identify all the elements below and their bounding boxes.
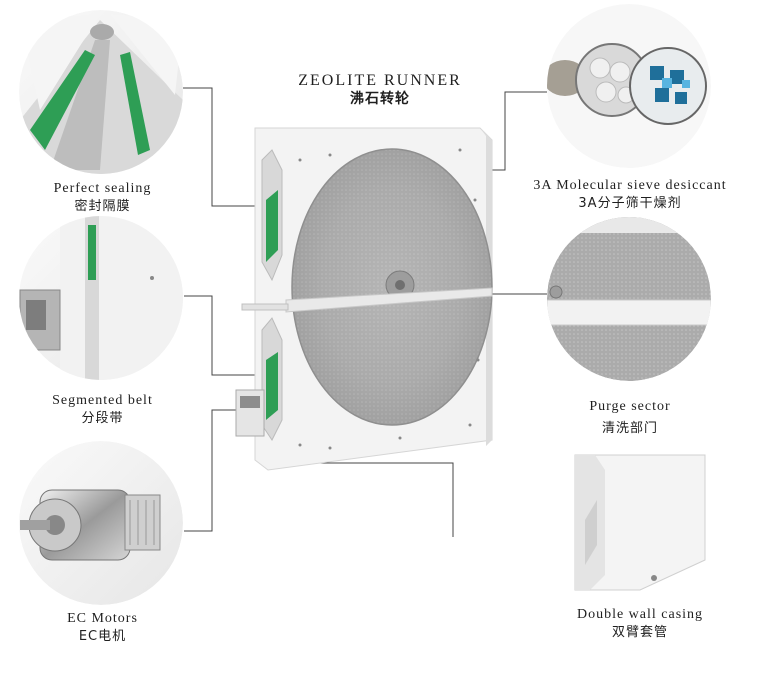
- label-casing-cn: 双臂套管: [611, 625, 668, 640]
- label-purge-cn: 清洗部门: [601, 421, 658, 436]
- detail-circle-motor: [19, 441, 183, 605]
- detail-circle-sealing: [19, 10, 183, 174]
- label-motor: EC Motors EC电机: [10, 610, 195, 646]
- product-title-cn: 沸石转轮: [350, 91, 410, 107]
- label-sieve-cn: 3A分子筛干燥剂: [578, 196, 682, 211]
- green-seal-top: [266, 190, 278, 262]
- label-purge-en: Purge sector: [589, 399, 671, 414]
- label-belt-en: Segmented belt: [52, 393, 153, 408]
- label-sealing-en: Perfect sealing: [53, 181, 152, 196]
- zeolite-runner-unit: [235, 127, 493, 471]
- label-motor-en: EC Motors: [67, 611, 138, 626]
- detail-circle-purge: [547, 217, 711, 381]
- label-casing-en: Double wall casing: [576, 607, 704, 622]
- label-purge: Purge sector 清洗部门: [540, 398, 720, 438]
- label-sieve: 3A Molecular sieve desiccant 3A分子筛干燥剂: [495, 177, 765, 213]
- label-sieve-en: 3A Molecular sieve desiccant: [533, 178, 727, 193]
- label-casing: Double wall casing 双臂套管: [540, 606, 740, 642]
- product-title: ZEOLITE RUNNER 沸石转轮: [280, 72, 480, 108]
- detail-casing: [574, 454, 706, 591]
- product-title-en: ZEOLITE RUNNER: [298, 72, 462, 89]
- leader-line-motor: [184, 409, 238, 532]
- callout-leader-lines: [183, 87, 547, 537]
- detail-circle-belt: [19, 216, 183, 380]
- label-belt-cn: 分段带: [81, 411, 124, 426]
- label-belt: Segmented belt 分段带: [10, 392, 195, 428]
- green-seal-bottom: [266, 352, 278, 420]
- label-sealing: Perfect sealing 密封隔膜: [10, 180, 195, 216]
- label-sealing-cn: 密封隔膜: [74, 199, 131, 214]
- leader-line-casing: [312, 462, 454, 537]
- leader-line-sealing: [183, 87, 275, 207]
- leader-line-belt: [184, 295, 268, 376]
- label-motor-cn: EC电机: [78, 629, 127, 644]
- detail-circle-sieve: [547, 4, 711, 168]
